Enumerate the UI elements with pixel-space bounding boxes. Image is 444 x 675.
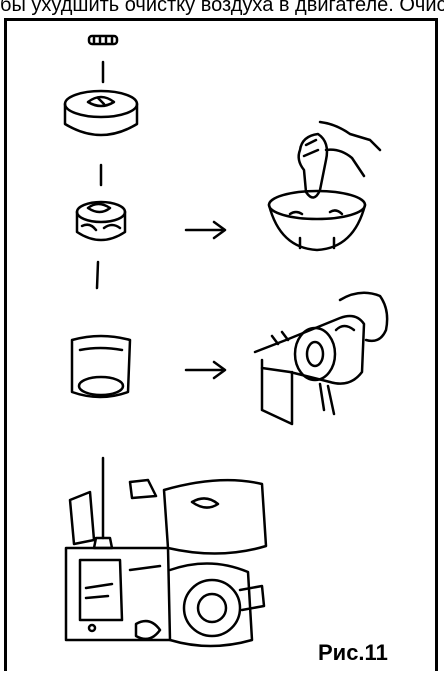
arrow-right-icon bbox=[186, 362, 225, 378]
nut-icon bbox=[77, 202, 125, 240]
filter-element-icon bbox=[72, 336, 130, 397]
filter-cover-icon bbox=[65, 91, 137, 135]
axis-line-3 bbox=[97, 262, 98, 288]
arrow-right-icon bbox=[186, 222, 225, 238]
engine-icon bbox=[66, 458, 266, 646]
figure-caption: Рис.11 bbox=[318, 640, 388, 666]
basin-washing-icon bbox=[269, 122, 380, 250]
squeeze-element-icon bbox=[255, 293, 387, 424]
wing-nut-icon bbox=[89, 36, 117, 44]
